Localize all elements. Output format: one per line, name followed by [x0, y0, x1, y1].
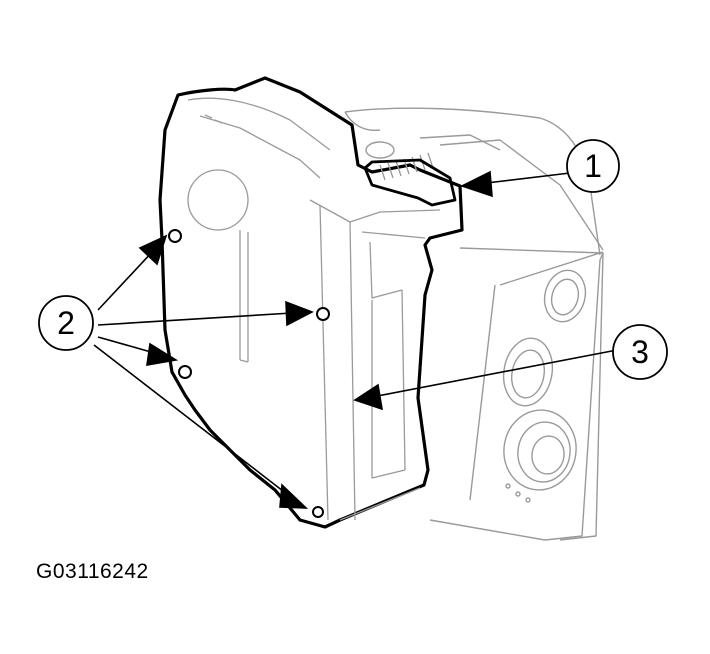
callout-1: 1 [566, 139, 620, 193]
arrowhead-2d [279, 483, 309, 509]
callout-3: 3 [612, 324, 668, 380]
screw-2 [316, 307, 330, 321]
screw-4 [312, 506, 324, 518]
mounting-screws [168, 229, 330, 518]
callout-1-label: 1 [584, 148, 602, 184]
module-details [187, 97, 441, 521]
arrowhead-2c [146, 342, 179, 366]
arrowhead-2b [285, 300, 314, 327]
electrical-connector [363, 158, 457, 207]
control-module [158, 76, 464, 529]
arrowhead-2a [138, 234, 168, 266]
figure-id-label: G03116242 [36, 560, 149, 583]
arrowhead-1 [459, 170, 493, 198]
screw-3 [178, 365, 192, 379]
screw-1 [168, 229, 182, 243]
callout-2: 2 [38, 295, 94, 351]
callout-3-label: 3 [631, 334, 649, 370]
callout-2-label: 2 [57, 305, 75, 341]
arrowhead-3 [353, 383, 384, 411]
leader-lines [93, 170, 618, 509]
hydraulic-block [344, 107, 604, 541]
